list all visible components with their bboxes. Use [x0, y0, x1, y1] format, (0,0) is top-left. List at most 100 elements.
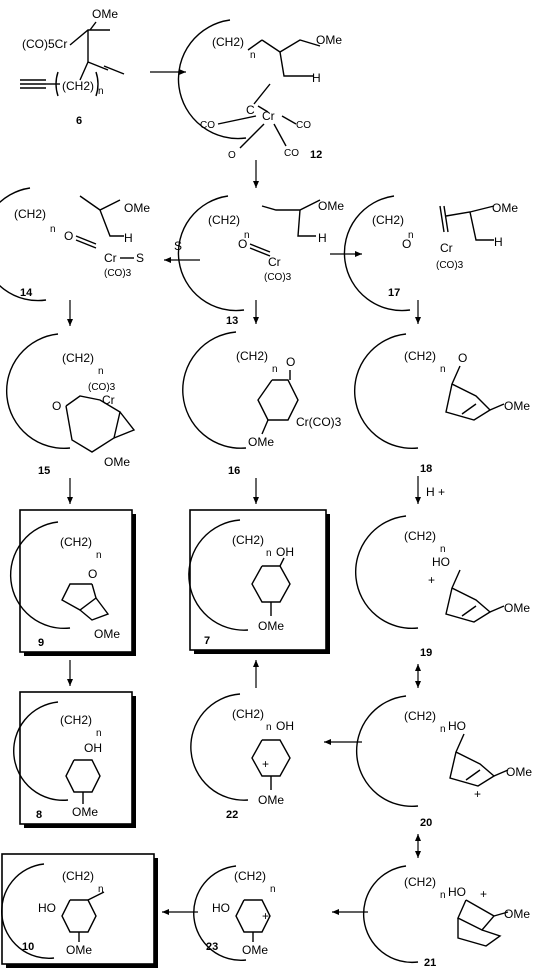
- label-ch2: (CH2): [208, 213, 240, 227]
- compound-number-7: 7: [204, 635, 210, 647]
- label-n: n: [98, 884, 104, 895]
- compound-number-14: 14: [20, 287, 33, 299]
- label-o: O: [228, 150, 236, 161]
- compound-14: (CH2) n OMe O H Cr S (CO)3 14: [0, 187, 150, 302]
- compound-number-17: 17: [388, 287, 400, 299]
- label-ch2: (CH2): [62, 351, 94, 365]
- label-plus: +: [428, 573, 435, 587]
- label-crco3: Cr(CO)3: [296, 415, 342, 429]
- label-cr: Cr: [262, 109, 275, 123]
- label-n: n: [266, 548, 272, 559]
- label-ch2: (CH2): [372, 213, 404, 227]
- label-oh: OH: [276, 719, 294, 733]
- label-o: O: [458, 351, 467, 365]
- compound-22: (CH2) n OH + OMe 22: [190, 693, 294, 821]
- label-plus: +: [480, 887, 487, 901]
- compound-19: (CH2) n HO + OMe 19: [355, 515, 530, 659]
- label-n: n: [270, 884, 276, 895]
- label-n: n: [440, 724, 446, 735]
- label-plus: +: [262, 909, 269, 923]
- label-s: S: [136, 251, 144, 265]
- label-n: n: [440, 364, 446, 375]
- label-h: H: [494, 235, 503, 249]
- label-cr: Cr: [104, 251, 117, 265]
- label-n: n: [244, 230, 250, 241]
- compound-number-23: 23: [206, 941, 218, 953]
- label-ome: OMe: [66, 943, 92, 957]
- label-oh: OH: [84, 741, 102, 755]
- label-ome: OMe: [258, 619, 284, 633]
- label-ome: OMe: [104, 455, 130, 469]
- compound-9-boxed: (CH2) n O OMe 9: [9, 509, 136, 656]
- compound-20: (CH2) n HO OMe + 20: [356, 695, 532, 829]
- compound-12: (CH2) n OMe H C Cr CO CO O CO 12: [177, 19, 342, 161]
- label-o: O: [238, 237, 247, 251]
- label-h: H: [124, 231, 133, 245]
- label-c: C: [246, 103, 255, 117]
- compound-number-10: 10: [22, 941, 34, 953]
- label-oh: OH: [276, 545, 294, 559]
- label-ome: OMe: [504, 399, 530, 413]
- label-ome: OMe: [258, 793, 284, 807]
- compound-number-19: 19: [420, 647, 432, 659]
- label-ch2: (CH2): [212, 35, 244, 49]
- label-ome: OMe: [506, 765, 532, 779]
- label-ho: HO: [38, 901, 56, 915]
- label-cr: Cr: [440, 241, 453, 255]
- reagent-hplus: H +: [426, 485, 445, 499]
- label-cr: Cr: [268, 255, 281, 269]
- label-ome: OMe: [124, 201, 150, 215]
- label-ome: OMe: [94, 627, 120, 641]
- compound-number-18: 18: [420, 463, 432, 475]
- label-ch2: (CH2): [404, 529, 436, 543]
- label-co: CO: [284, 148, 299, 159]
- compound-10-boxed: (CH2) n HO OMe 10: [1, 853, 158, 968]
- label-n: n: [96, 550, 102, 561]
- label-co: CO: [200, 120, 215, 131]
- label-plus: +: [474, 787, 481, 801]
- compound-number-15: 15: [38, 465, 50, 477]
- label-n: n: [98, 86, 104, 97]
- label-ch2: (CH2): [62, 79, 94, 93]
- label-ch2: (CH2): [60, 713, 92, 727]
- label-ch2: (CH2): [232, 707, 264, 721]
- label-n: n: [272, 364, 278, 375]
- label-o: O: [286, 355, 295, 369]
- compound-8-boxed: (CH2) n OH OMe 8: [13, 691, 136, 828]
- label-ome: OMe: [504, 601, 530, 615]
- compound-6: (CO)5Cr OMe (CH2) n 6: [20, 7, 125, 127]
- label-ome: OMe: [492, 201, 518, 215]
- label-ho: HO: [432, 555, 450, 569]
- compound-number-16: 16: [228, 465, 240, 477]
- label-co3: (CO)3: [264, 272, 292, 283]
- label-ch2: (CH2): [404, 709, 436, 723]
- compound-number-22: 22: [226, 809, 238, 821]
- label-co: CO: [296, 120, 311, 131]
- compound-number-9: 9: [38, 637, 44, 649]
- reagent-s: S: [174, 239, 182, 253]
- label-ch2: (CH2): [62, 869, 94, 883]
- compound-number-8: 8: [36, 809, 42, 821]
- label-n: n: [50, 224, 56, 235]
- label-h: H: [318, 231, 327, 245]
- label-n: n: [250, 50, 256, 61]
- label-co3: (CO)3: [104, 268, 132, 279]
- label-ch2: (CH2): [404, 349, 436, 363]
- label-ome: OMe: [248, 435, 274, 449]
- label-ome: OMe: [316, 33, 342, 47]
- compound-21: (CH2) n HO + OMe 21: [362, 865, 530, 969]
- label-plus: +: [262, 757, 269, 771]
- compound-16: (CH2) n O Cr(CO)3 OMe 16: [182, 331, 342, 477]
- label-o: O: [402, 237, 411, 251]
- compound-18: (CH2) n O OMe 18: [354, 333, 530, 475]
- label-n: n: [266, 722, 272, 733]
- label-n: n: [98, 366, 104, 377]
- label-o: O: [64, 229, 73, 243]
- label-co3: (CO)3: [436, 260, 464, 271]
- label-o: O: [52, 399, 61, 413]
- label-ome: OMe: [92, 7, 118, 21]
- compound-7-boxed: (CH2) n OH OMe 7: [188, 509, 330, 654]
- label-co5cr: (CO)5Cr: [22, 37, 67, 51]
- compound-17: (CH2) n OMe O Cr H (CO)3 17: [343, 195, 518, 312]
